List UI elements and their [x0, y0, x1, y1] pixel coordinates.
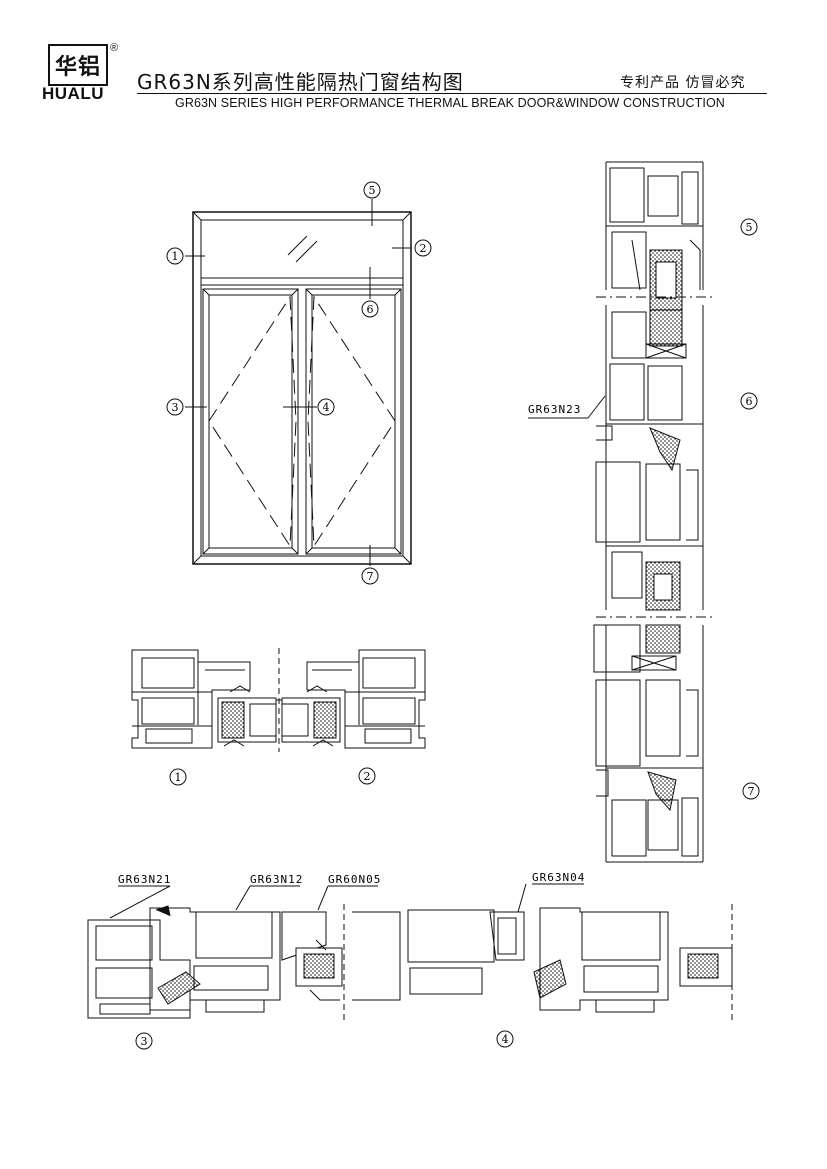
- callout-3: 3: [166, 398, 184, 416]
- section-label-3: 3: [135, 1032, 153, 1050]
- svg-text:5: 5: [746, 221, 753, 234]
- vertical-section-labels: 5 6 7: [740, 218, 760, 800]
- logo-english: HUALU: [42, 84, 104, 103]
- callout-4: 4: [317, 398, 335, 416]
- logo-box: 华铝: [48, 44, 108, 86]
- profile-code-gr63n04: GR63N04: [532, 871, 585, 884]
- section-label-6: 6: [740, 392, 758, 410]
- elevation-view: [185, 199, 412, 566]
- section-label-5: 5: [740, 218, 758, 236]
- hualu-logo: 华铝 ® HUALU: [42, 42, 122, 103]
- callout-2: 2: [414, 239, 432, 257]
- svg-text:2: 2: [420, 242, 427, 255]
- profile-codes-bottom: GR63N21 GR63N12 GR60N05 GR63N04: [118, 871, 585, 886]
- profile-code-gr63n12: GR63N12: [250, 873, 303, 886]
- header-rule: [137, 93, 767, 94]
- section-3-4-labels: 3 4: [135, 1030, 514, 1050]
- svg-text:2: 2: [364, 770, 371, 783]
- svg-text:1: 1: [175, 771, 182, 784]
- profile-code-gr63n23: GR63N23: [528, 403, 581, 416]
- section-label-7: 7: [742, 782, 760, 800]
- svg-text:3: 3: [141, 1035, 148, 1048]
- profile-code-gr60n05: GR60N05: [328, 873, 381, 886]
- svg-text:6: 6: [367, 303, 374, 316]
- callout-1: 1: [166, 247, 184, 265]
- elevation-callouts: 1 5 2 6 3 4 7: [166, 181, 432, 585]
- registered-mark: ®: [110, 42, 119, 54]
- svg-text:7: 7: [748, 785, 755, 798]
- section-label-2: 2: [358, 767, 376, 785]
- svg-text:7: 7: [367, 570, 374, 583]
- title-english: GR63N SERIES HIGH PERFORMANCE THERMAL BR…: [175, 96, 725, 110]
- section-label-4: 4: [496, 1030, 514, 1048]
- svg-text:5: 5: [369, 184, 376, 197]
- svg-text:4: 4: [323, 401, 330, 414]
- vertical-section: [528, 161, 712, 863]
- section-label-1: 1: [169, 768, 187, 786]
- patent-notice: 专利产品 仿冒必究: [620, 75, 746, 91]
- callout-6: 6: [361, 300, 379, 318]
- section-1-2: [131, 648, 426, 752]
- callout-5: 5: [363, 181, 381, 199]
- profile-code-gr63n21: GR63N21: [118, 873, 171, 886]
- svg-text:4: 4: [502, 1033, 509, 1046]
- callout-7: 7: [361, 567, 379, 585]
- title-chinese: GR63N系列高性能隔热门窗结构图: [137, 70, 464, 94]
- section-1-2-labels: 1 2: [169, 767, 376, 786]
- svg-text:3: 3: [172, 401, 179, 414]
- svg-text:1: 1: [172, 250, 179, 263]
- section-3-4: [87, 883, 733, 1022]
- svg-text:6: 6: [746, 395, 753, 408]
- logo-chinese: 华铝: [54, 55, 101, 80]
